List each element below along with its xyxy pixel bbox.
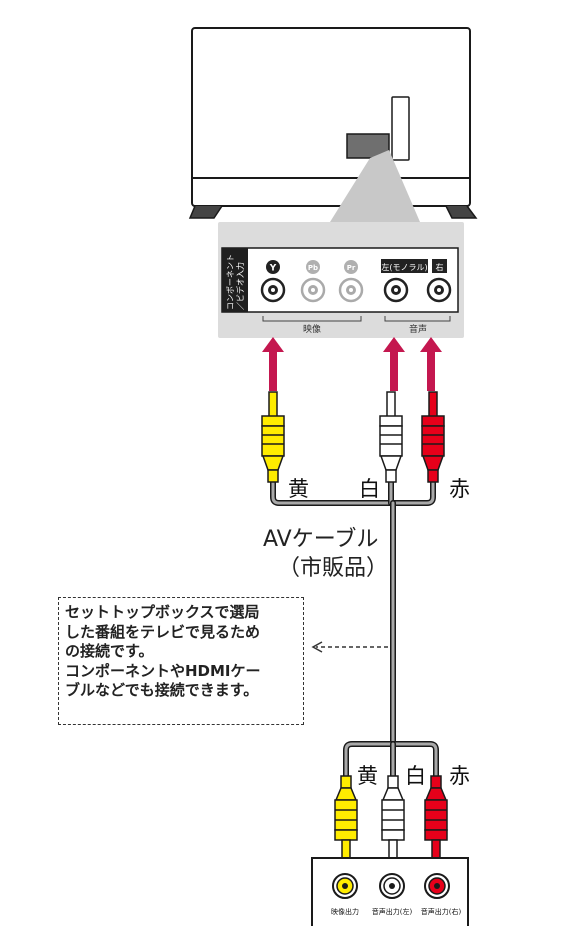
out-jack-audio-right xyxy=(424,873,450,899)
note-line-4: コンポーネントやHDMIケー xyxy=(65,661,261,680)
arrow-red xyxy=(420,337,442,391)
set-top-box: 映像出力 音声出力(左) 音声出力(右) xyxy=(311,857,469,926)
cable-note: （市販品） xyxy=(278,556,389,581)
panel-side-label-1: コンポーネント xyxy=(226,254,235,310)
group-audio-label: 音声 xyxy=(409,323,427,335)
cable-name: AVケーブル xyxy=(263,527,379,552)
note-line-2: した番組をテレビで見るため xyxy=(65,622,261,641)
plug-bottom-yellow xyxy=(334,775,358,863)
jack-audio-right-label: 右 xyxy=(436,262,444,272)
note-line-1: セットトップボックスで選局 xyxy=(65,603,260,621)
out-video-label: 映像出力 xyxy=(331,907,359,916)
label-top-yellow: 黄 xyxy=(288,477,309,501)
arrow-yellow xyxy=(262,337,284,391)
label-top-red: 赤 xyxy=(449,477,470,501)
zoom-wedge xyxy=(330,150,420,222)
arrow-white xyxy=(383,337,405,391)
jack-audio-right xyxy=(426,277,452,303)
tv-illustration xyxy=(188,27,478,219)
note-line-3: の接続です。 xyxy=(65,642,154,660)
out-audio-left-label: 音声出力(左) xyxy=(372,907,413,916)
note-pointer-arrow xyxy=(311,641,388,653)
label-bottom-white: 白 xyxy=(405,764,426,788)
note-line-5: ブルなどでも接続できます。 xyxy=(65,681,259,699)
plug-bottom-red xyxy=(424,775,448,863)
jack-pb-label: Pb xyxy=(308,264,318,272)
panel-side-label-2: ／ビデオ入力 xyxy=(235,262,245,310)
jack-pr-label: Pr xyxy=(347,264,356,272)
connect-arrows xyxy=(262,337,442,391)
jack-y-label: Y xyxy=(269,264,277,274)
jack-audio-left-label: 左(モノラル) xyxy=(381,262,427,272)
jack-pr xyxy=(338,277,364,303)
label-bottom-red: 赤 xyxy=(449,764,470,788)
jack-panel: コンポーネント ／ビデオ入力 Y Pb Pr 左(モノラル) 右 映像 音声 xyxy=(218,222,464,338)
out-audio-right-label: 音声出力(右) xyxy=(421,907,462,916)
jack-y xyxy=(260,277,286,303)
jack-pb xyxy=(300,277,326,303)
cable-wires xyxy=(270,477,439,781)
plug-top-white xyxy=(379,391,403,483)
jack-audio-left xyxy=(383,277,409,303)
out-jack-audio-left xyxy=(379,873,405,899)
label-bottom-yellow: 黄 xyxy=(357,764,378,788)
out-jack-video xyxy=(332,873,358,899)
group-video-label: 映像 xyxy=(303,323,321,335)
label-top-white: 白 xyxy=(359,477,380,501)
explanation-note: セットトップボックスで選局 した番組をテレビで見るため の接続です。 コンポーネ… xyxy=(58,597,304,725)
plug-bottom-white xyxy=(381,775,405,863)
plug-top-yellow xyxy=(261,391,285,483)
plug-top-red xyxy=(421,391,445,483)
